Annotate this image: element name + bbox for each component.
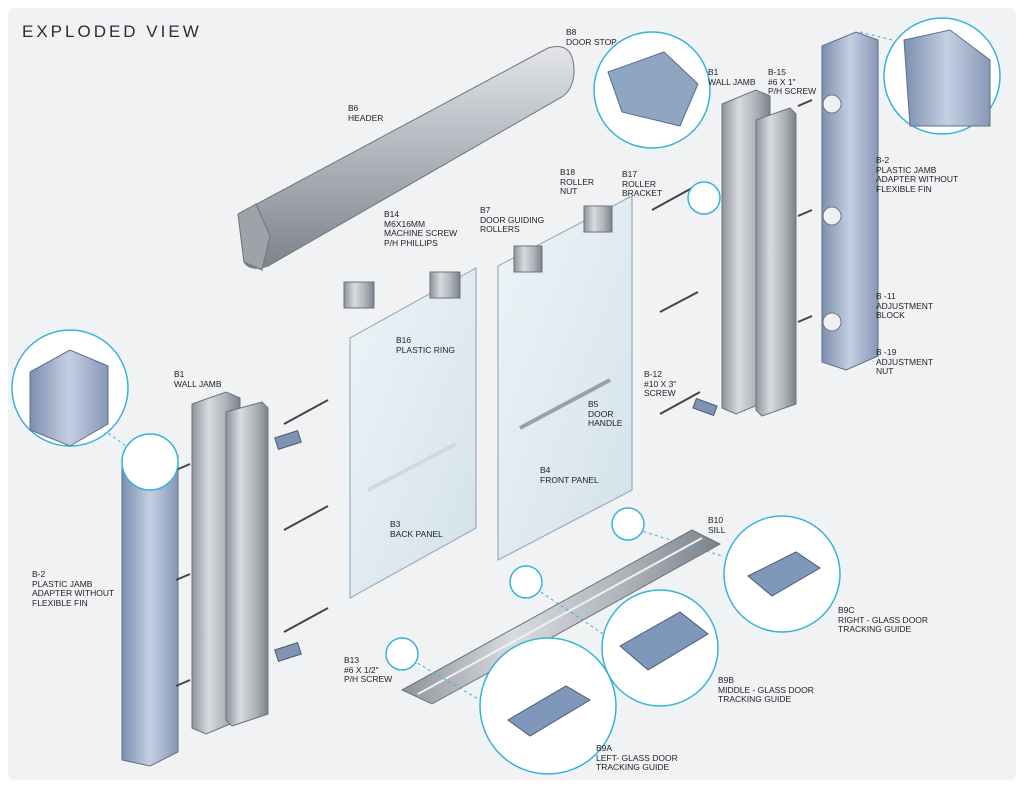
label-b15: B-15#6 x 1"P/H SCREW (768, 67, 817, 96)
sill (400, 529, 722, 705)
right-wall-jamb (721, 89, 797, 417)
right-jamb-adapter (821, 31, 879, 371)
label-b12: B-12#10 x 3"SCREW (644, 369, 677, 398)
label-b13: B13#6 x 1/2"P/H SCREW (344, 655, 393, 684)
left-jamb-adapter (120, 445, 180, 767)
header-bar (237, 46, 575, 271)
page-title: EXPLODED VIEW (22, 22, 202, 41)
back-panel (349, 266, 477, 600)
left-wall-jamb (191, 391, 269, 735)
